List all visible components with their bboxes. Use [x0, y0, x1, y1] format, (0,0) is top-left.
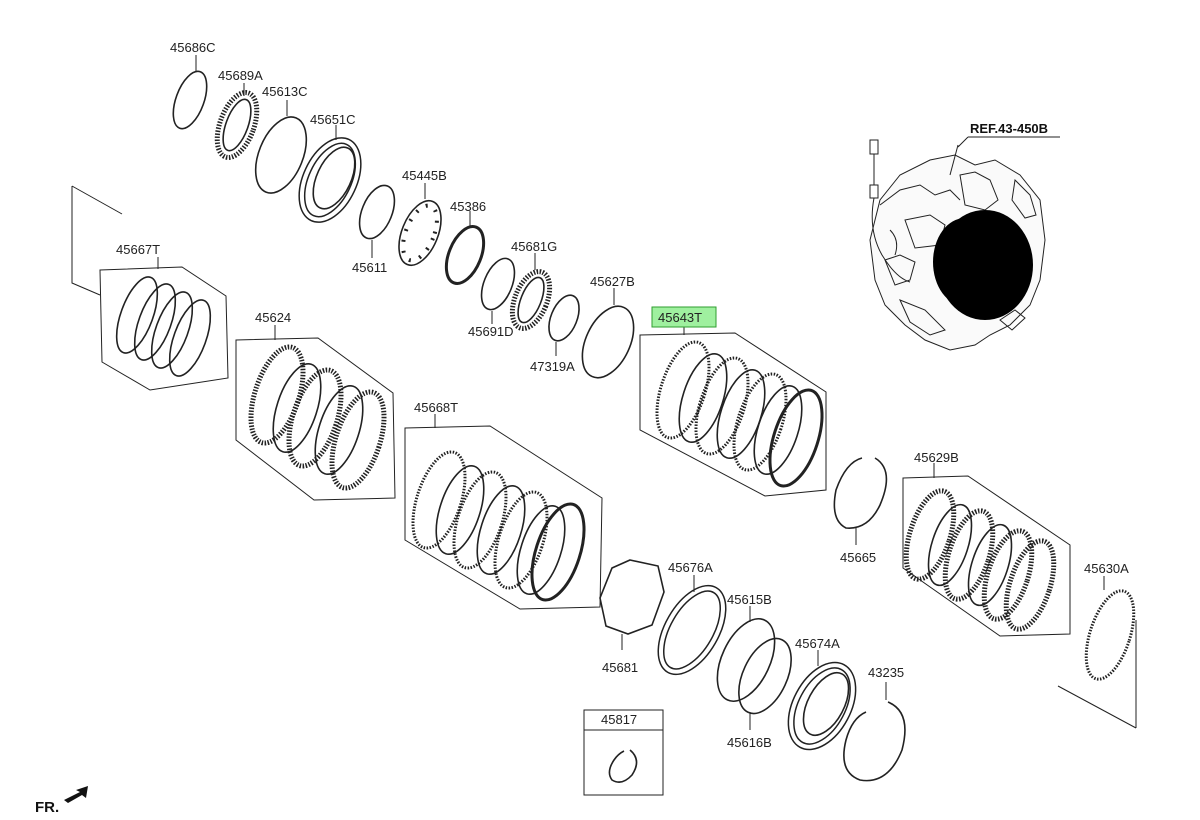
- part-number-45681g[interactable]: 45681G: [511, 239, 557, 254]
- part-45667t-seal-ring-set[interactable]: [71, 185, 229, 391]
- front-arrow-icon: [64, 786, 88, 803]
- part-number-45615b[interactable]: 45615B: [727, 592, 772, 607]
- part-number-45613c[interactable]: 45613C: [262, 84, 308, 99]
- part-45651c-piston[interactable]: [290, 125, 369, 228]
- part-number-45386[interactable]: 45386: [450, 199, 486, 214]
- part-43235-snap-ring[interactable]: [843, 682, 906, 782]
- part-number-43235[interactable]: 43235: [868, 665, 904, 680]
- part-45668t-clutch-plate-set[interactable]: [403, 414, 603, 610]
- part-45674a-piston[interactable]: [778, 650, 865, 757]
- reference-leader-line: [957, 136, 1060, 148]
- part-45665-snap-ring[interactable]: [833, 457, 888, 545]
- part-45624-clutch-disc-set[interactable]: [235, 325, 396, 501]
- part-45386-ring[interactable]: [439, 211, 491, 289]
- part-45629b-clutch-disc-set[interactable]: [897, 463, 1071, 637]
- part-number-45611[interactable]: 45611: [352, 260, 387, 275]
- part-number-45689a[interactable]: 45689A: [218, 68, 263, 83]
- part-number-45686c[interactable]: 45686C: [170, 40, 216, 55]
- part-45676a-piston[interactable]: [648, 575, 736, 682]
- part-number-47319a[interactable]: 47319A: [530, 359, 575, 374]
- part-number-45681[interactable]: 45681: [602, 660, 638, 675]
- part-45630a-clutch-plate[interactable]: [1057, 576, 1143, 729]
- part-45613c-ring[interactable]: [246, 100, 317, 200]
- transmission-assembly-illustration[interactable]: [869, 139, 1046, 351]
- part-45686c-ring[interactable]: [167, 55, 214, 133]
- part-45681g-bearing[interactable]: [505, 253, 557, 334]
- highlight-box-45643t: [651, 306, 717, 328]
- part-number-45667t[interactable]: 45667T: [116, 242, 160, 257]
- part-45691d-ring[interactable]: [475, 254, 521, 324]
- part-number-45445b[interactable]: 45445B: [402, 168, 447, 183]
- part-45627b-ring[interactable]: [572, 288, 644, 386]
- part-45817-snap-ring[interactable]: [583, 709, 664, 796]
- part-number-45674a[interactable]: 45674A: [795, 636, 840, 651]
- part-45615b-ring[interactable]: [706, 606, 787, 710]
- part-45616b-ring[interactable]: [728, 630, 802, 730]
- part-number-45668t[interactable]: 45668T: [414, 400, 458, 415]
- reference-label[interactable]: REF.43-450B: [970, 121, 1048, 136]
- front-orientation-label: FR.: [35, 799, 59, 816]
- part-number-45629b[interactable]: 45629B: [914, 450, 959, 465]
- part-number-45691d[interactable]: 45691D: [468, 324, 514, 339]
- part-47319a-snap-ring[interactable]: [543, 291, 585, 356]
- part-number-45630a[interactable]: 45630A: [1084, 561, 1129, 576]
- part-number-45627b[interactable]: 45627B: [590, 274, 635, 289]
- part-number-45817[interactable]: 45817: [601, 712, 637, 727]
- part-45681-ring[interactable]: [599, 559, 665, 650]
- part-number-45624[interactable]: 45624: [255, 310, 291, 325]
- part-number-45616b[interactable]: 45616B: [727, 735, 772, 750]
- part-45643t-clutch-plate-set[interactable]: [639, 327, 832, 497]
- part-number-45676a[interactable]: 45676A: [668, 560, 713, 575]
- part-number-45651c[interactable]: 45651C: [310, 112, 356, 127]
- part-45445b-spring-retainer[interactable]: [391, 183, 450, 271]
- part-number-45643t[interactable]: 45643T: [658, 310, 702, 325]
- part-45611-snap-ring[interactable]: [353, 180, 402, 258]
- part-number-45665[interactable]: 45665: [840, 550, 876, 565]
- part-45689a-bearing[interactable]: [209, 83, 264, 163]
